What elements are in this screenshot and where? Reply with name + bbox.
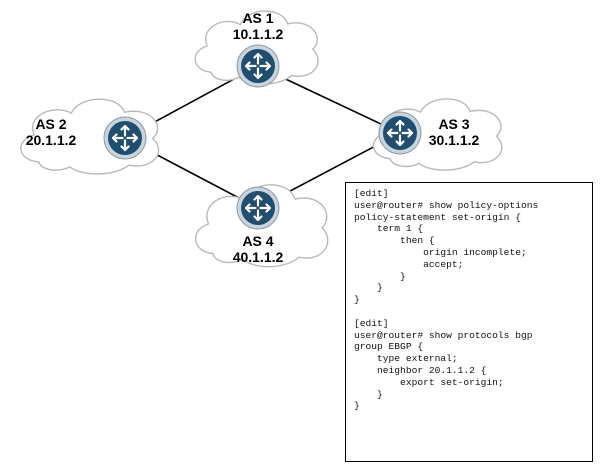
as4-name-label: AS 4 [242, 233, 273, 249]
as2-router-icon [103, 116, 147, 160]
config-box: [edit] user@router# show policy-options … [345, 182, 593, 462]
as4-address-label: 40.1.1.2 [233, 249, 284, 265]
as3-name-label: AS 3 [438, 116, 469, 132]
as2-name-label: AS 2 [35, 116, 66, 132]
as3-address-label: 30.1.1.2 [429, 132, 480, 148]
as2-address-label: 20.1.1.2 [26, 132, 77, 148]
as1-address-label: 10.1.1.2 [233, 26, 284, 42]
as3-router-icon [378, 111, 422, 155]
as1-router-icon [236, 44, 280, 88]
config-text: [edit] user@router# show policy-options … [354, 188, 539, 412]
as1-name-label: AS 1 [242, 10, 273, 26]
routers-layer [103, 44, 422, 230]
as4-router-icon [236, 186, 280, 230]
labels-layer: AS 1 10.1.1.2 AS 2 20.1.1.2 AS 3 30.1.1.… [26, 10, 480, 265]
